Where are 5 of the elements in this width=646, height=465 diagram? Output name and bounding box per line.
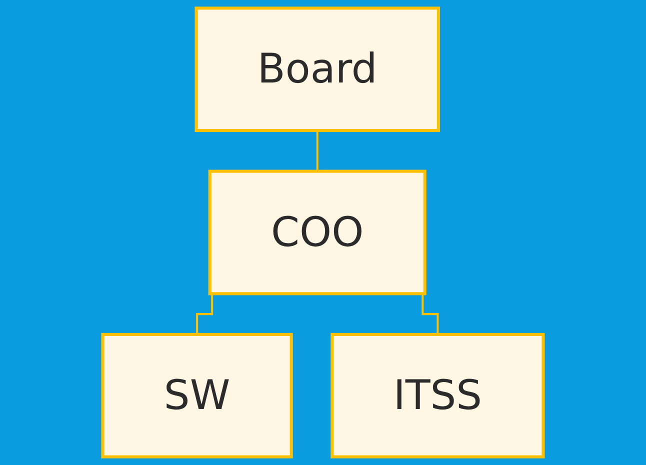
- node-box: COO: [208, 170, 426, 296]
- node-box: ITSS: [330, 332, 545, 458]
- connector: [316, 130, 318, 172]
- node-box: SW: [101, 332, 293, 458]
- node-box: Board: [194, 6, 440, 132]
